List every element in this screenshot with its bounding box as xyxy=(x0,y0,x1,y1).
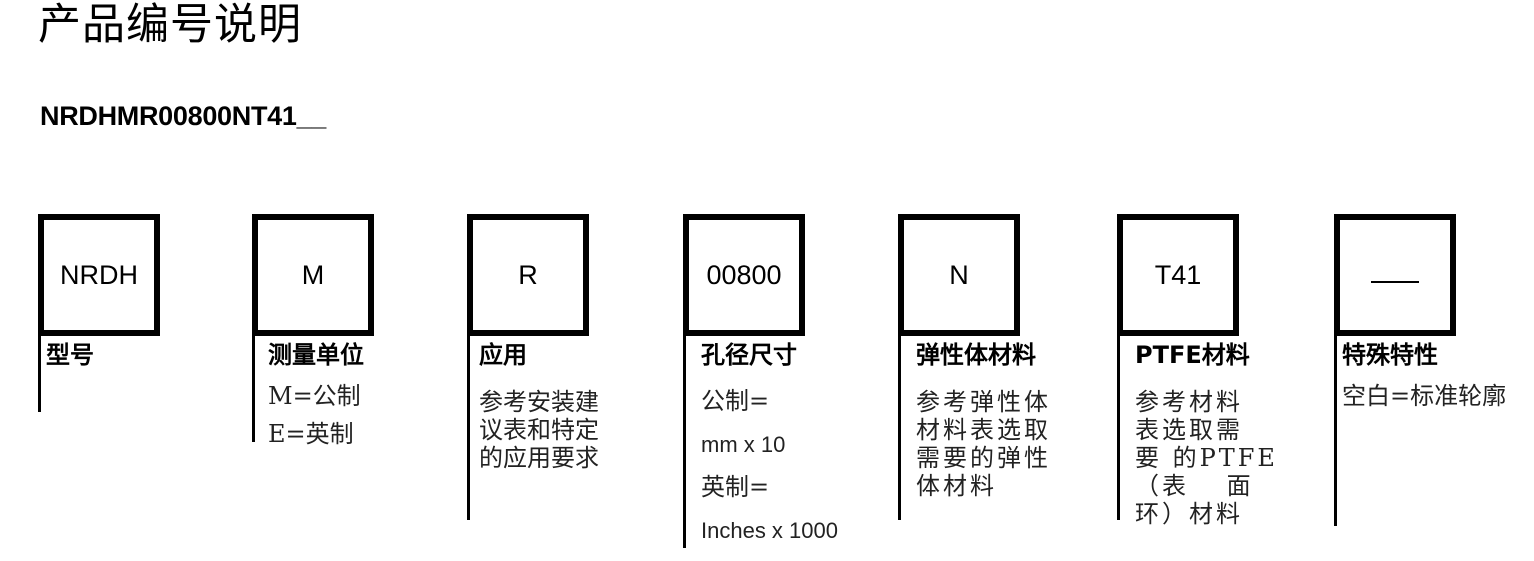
description-line: 表选取需 xyxy=(1135,416,1243,444)
segment-label: 弹性体材料 xyxy=(916,341,1036,369)
description-line: M=公制 xyxy=(268,382,361,410)
segment-code: R xyxy=(518,260,538,290)
segment-text: 应用 参考安装建 议表和特定 的应用要求 xyxy=(479,340,599,472)
description-line: 公制= xyxy=(701,387,770,415)
code-box: M xyxy=(252,214,374,336)
segment-code: NRDH xyxy=(60,260,138,290)
description-line: 英制= xyxy=(701,473,770,501)
segment-text: 特殊特性 空白=标准轮廓 xyxy=(1342,340,1506,416)
leader-line xyxy=(683,336,686,548)
segment-text: 型号 xyxy=(46,340,94,370)
segment-code: 00800 xyxy=(706,260,782,290)
segment-text: 孔径尺寸 公制= mm x 10 英制= Inches x 1000 xyxy=(701,340,838,552)
description-line: 空白=标准轮廓 xyxy=(1342,382,1507,410)
segment-label: 型号 xyxy=(46,341,94,369)
segment-description: 参考弹性体 材料表选取 需要的弹性 体材料 xyxy=(916,388,1051,500)
code-box: 00800 xyxy=(683,214,805,336)
segment-description: 参考材料 表选取需 要 的PTFE （表 面 环）材料 xyxy=(1135,388,1278,528)
description-line: E=英制 xyxy=(268,420,354,448)
leader-line xyxy=(252,336,255,442)
description-line: 材料表选取 xyxy=(916,416,1051,444)
segment-code: N xyxy=(949,260,969,290)
description-line: 要 的PTFE xyxy=(1135,444,1278,472)
segment-description: 公制= mm x 10 英制= Inches x 1000 xyxy=(701,380,838,552)
description-line: 参考弹性体 xyxy=(916,388,1051,416)
description-line: mm x 10 xyxy=(701,432,786,457)
leader-line xyxy=(1117,336,1120,520)
segment-text: 弹性体材料 参考弹性体 材料表选取 需要的弹性 体材料 xyxy=(916,340,1051,500)
segment-code: T41 xyxy=(1154,260,1202,290)
segment-label: 应用 xyxy=(479,341,527,369)
leader-line xyxy=(38,336,41,412)
code-box: T41 xyxy=(1117,214,1239,336)
segment-text: PTFE材料 参考材料 表选取需 要 的PTFE （表 面 环）材料 xyxy=(1135,340,1278,528)
code-box xyxy=(1334,214,1456,336)
leader-line xyxy=(1334,336,1337,526)
code-box: NRDH xyxy=(38,214,160,336)
segment-text: 测量单位 M=公制 E=英制 xyxy=(268,340,364,452)
segment-label: 孔径尺寸 xyxy=(701,341,797,369)
code-box: R xyxy=(467,214,589,336)
description-line: 参考材料 xyxy=(1135,388,1243,416)
example-part-number: NRDHMR00800NT41__ xyxy=(40,101,327,131)
description-line: 体材料 xyxy=(916,472,997,500)
description-line: （表 面 xyxy=(1135,472,1254,500)
segment-description: 空白=标准轮廓 xyxy=(1342,376,1506,416)
description-line: 环）材料 xyxy=(1135,500,1243,528)
code-box: N xyxy=(898,214,1020,336)
segment-label: PTFE材料 xyxy=(1135,341,1250,369)
description-line: 需要的弹性 xyxy=(916,444,1051,472)
page-title: 产品编号说明 xyxy=(38,0,302,50)
description-line: Inches x 1000 xyxy=(701,518,838,543)
segment-label: 特殊特性 xyxy=(1342,341,1438,369)
blank-placeholder-underline xyxy=(1371,281,1419,283)
segment-description: M=公制 E=英制 xyxy=(268,376,364,452)
leader-line xyxy=(467,336,470,520)
segment-code: M xyxy=(301,260,325,290)
description-line: 的应用要求 xyxy=(479,444,599,472)
segment-description: 参考安装建 议表和特定 的应用要求 xyxy=(479,388,599,472)
segment-label: 测量单位 xyxy=(268,341,364,369)
description-line: 参考安装建 xyxy=(479,388,599,416)
leader-line xyxy=(898,336,901,520)
description-line: 议表和特定 xyxy=(479,416,599,444)
